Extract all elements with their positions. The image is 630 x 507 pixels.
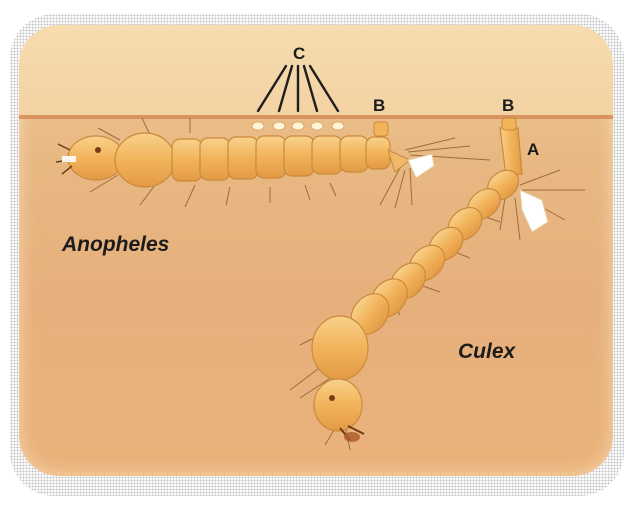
label-b-right: B [502, 96, 514, 116]
c-pointer-lines [258, 66, 338, 111]
anopheles-larva [56, 118, 490, 208]
label-c: C [293, 44, 305, 64]
label-a: A [527, 140, 539, 160]
label-b-left: B [373, 96, 385, 116]
label-culex: Culex [458, 340, 515, 364]
label-anopheles: Anopheles [62, 233, 169, 257]
